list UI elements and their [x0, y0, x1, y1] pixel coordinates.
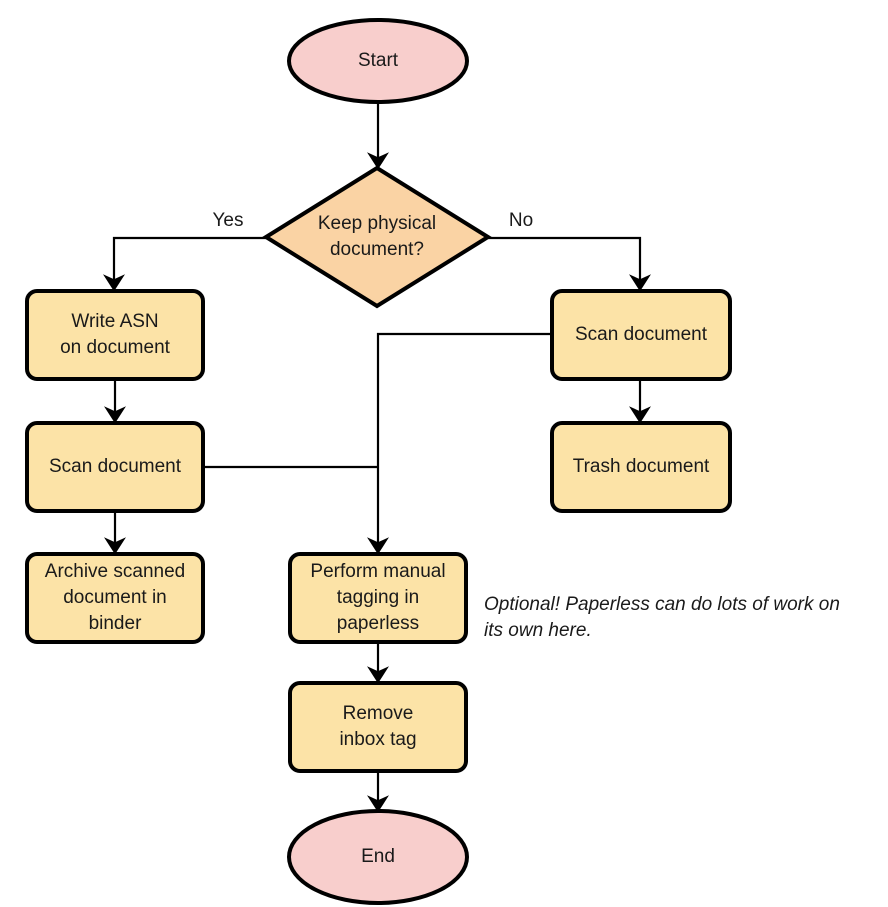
- node-label: Archive scanned: [45, 561, 185, 582]
- node-label: Scan document: [575, 324, 708, 345]
- edge-decision-no-to-scan-right: No: [488, 210, 651, 292]
- edge-decision-yes-to-write-asn: Yes: [103, 210, 266, 292]
- edge-manual-tagging-to-remove-inbox-tag: [367, 642, 389, 684]
- node-shape-rect[interactable]: [25, 421, 205, 513]
- node-label: on document: [60, 337, 171, 358]
- node-label: inbox tag: [339, 729, 416, 750]
- edge-path: [112, 236, 266, 284]
- node-shape-rect[interactable]: [550, 421, 732, 513]
- node-label: End: [361, 846, 395, 867]
- node-shape-rect[interactable]: [288, 681, 468, 773]
- node-shape-ellipse[interactable]: [287, 18, 469, 104]
- edge-label-yes: Yes: [213, 210, 244, 231]
- node-scan-document-right[interactable]: Scan document: [550, 289, 732, 381]
- edge-scan-right-to-trash: [629, 379, 651, 424]
- node-label: Keep physical: [318, 213, 436, 234]
- node-shape-rect[interactable]: [550, 289, 732, 381]
- arrowhead-icon: [104, 537, 126, 555]
- node-label: document in: [63, 587, 167, 608]
- annotation-line: its own here.: [484, 620, 592, 641]
- node-remove-inbox-tag[interactable]: Remove inbox tag: [288, 681, 468, 773]
- arrowhead-icon: [367, 152, 389, 170]
- node-label: Write ASN: [71, 311, 158, 332]
- annotation-layer: Optional! Paperless can do lots of work …: [484, 594, 840, 641]
- arrowhead-icon: [629, 406, 651, 424]
- node-label: paperless: [337, 613, 419, 634]
- node-label: document?: [330, 239, 424, 260]
- node-end[interactable]: End: [287, 809, 469, 905]
- node-scan-document-left[interactable]: Scan document: [25, 421, 205, 513]
- edge-path: [376, 332, 552, 547]
- node-label: Trash document: [573, 456, 710, 477]
- arrowhead-icon: [103, 274, 125, 292]
- node-shape-rect[interactable]: [25, 552, 205, 644]
- edge-remove-inbox-tag-to-end: [367, 771, 389, 813]
- node-label: Start: [358, 50, 399, 71]
- node-shape-diamond[interactable]: [262, 165, 492, 309]
- node-label: Remove: [343, 703, 414, 724]
- edge-scan-right-to-manual-tagging: [367, 332, 552, 555]
- edge-start-to-decision: [367, 102, 389, 170]
- edge-path: [488, 236, 642, 284]
- node-archive-scanned-document-in-binder[interactable]: Archive scanned document in binder: [25, 552, 205, 644]
- node-write-asn-on-document[interactable]: Write ASN on document: [25, 289, 205, 381]
- node-keep-physical-document[interactable]: Keep physical document?: [262, 165, 492, 309]
- node-shape-rect[interactable]: [25, 289, 205, 381]
- edge-layer: Yes No: [103, 102, 651, 813]
- node-trash-document[interactable]: Trash document: [550, 421, 732, 513]
- node-start[interactable]: Start: [287, 18, 469, 104]
- node-label: Perform manual: [310, 561, 445, 582]
- node-shape-rect[interactable]: [288, 552, 468, 644]
- annotation-optional-note: Optional! Paperless can do lots of work …: [484, 594, 840, 641]
- arrowhead-icon: [367, 537, 389, 555]
- node-shape-ellipse[interactable]: [287, 809, 469, 905]
- node-label: tagging in: [337, 587, 419, 608]
- edge-label-no: No: [509, 210, 533, 231]
- arrowhead-icon: [104, 406, 126, 424]
- node-perform-manual-tagging-in-paperless[interactable]: Perform manual tagging in paperless: [288, 552, 468, 644]
- annotation-line: Optional! Paperless can do lots of work …: [484, 594, 840, 615]
- arrowhead-icon: [367, 666, 389, 684]
- arrowhead-icon: [367, 795, 389, 813]
- node-label: Scan document: [49, 456, 182, 477]
- edge-scan-left-to-archive: [104, 511, 126, 555]
- arrowhead-icon: [629, 274, 651, 292]
- node-label: binder: [89, 613, 142, 634]
- edge-write-asn-to-scan-left: [104, 379, 126, 424]
